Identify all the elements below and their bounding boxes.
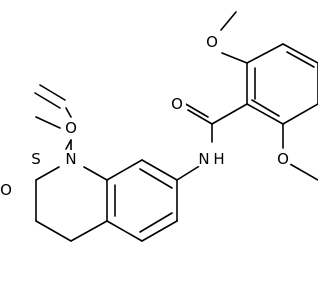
bond [139, 212, 173, 233]
bond [70, 220, 108, 242]
bond [289, 163, 318, 181]
bond [35, 220, 72, 242]
svg-text:N: N [198, 150, 209, 168]
oxygen-atom-label: O [274, 150, 292, 168]
bond [35, 116, 61, 129]
svg-text:H: H [213, 150, 224, 168]
oxygen-atom-label: O [203, 33, 221, 51]
sulfur-atom-label: S [27, 150, 45, 168]
svg-text:O: O [171, 95, 183, 113]
bond [176, 164, 202, 181]
svg-text:O: O [65, 119, 77, 137]
bond-lines [34, 11, 318, 242]
bond [282, 103, 318, 125]
bond [221, 52, 248, 64]
hydrogen-atom-label: H [211, 150, 227, 168]
oxygen-atom-label: O [0, 181, 12, 199]
bond [65, 139, 72, 150]
bond [251, 99, 280, 117]
nitrogen-atom-label: N [62, 150, 80, 168]
bond [211, 103, 248, 125]
bond [83, 166, 108, 181]
oxygen-atom-label: O [62, 119, 80, 137]
bond [35, 166, 60, 181]
atom-labels: O O O N H O S O [0, 33, 292, 199]
bond [39, 84, 66, 101]
bond [282, 43, 318, 64]
bond [183, 102, 209, 118]
bond [106, 220, 143, 242]
nitrogen-atom-label: N [195, 150, 213, 168]
bond [65, 107, 72, 118]
oxygen-atom-label: O [168, 95, 186, 113]
bond [220, 11, 237, 31]
svg-text:O: O [277, 150, 289, 168]
svg-text:S: S [31, 150, 41, 168]
bond [34, 92, 61, 109]
bond [246, 43, 284, 64]
svg-text:O: O [0, 181, 12, 199]
bond [286, 51, 315, 68]
bond [139, 168, 173, 189]
bond [246, 103, 284, 125]
bond [187, 109, 213, 125]
svg-text:O: O [206, 33, 218, 51]
bond [106, 159, 143, 181]
bond [141, 159, 178, 181]
bond [141, 220, 178, 242]
svg-text:N: N [65, 150, 76, 168]
